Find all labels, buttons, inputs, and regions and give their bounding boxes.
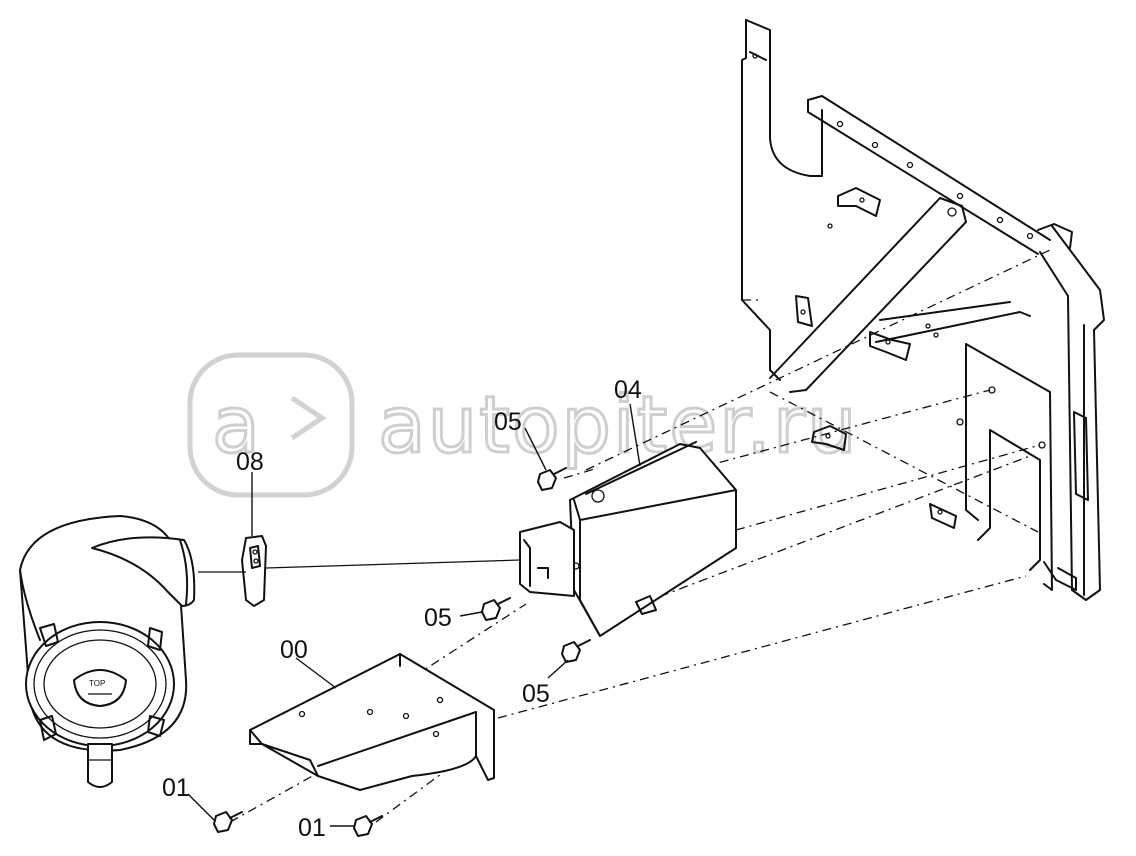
bolt-01-right — [353, 815, 383, 837]
air-cleaner-assembly: TOP — [19, 515, 196, 788]
bolt-05-top — [537, 467, 567, 491]
watermark-logo-frame — [187, 352, 355, 498]
callout-labels: 04 05 08 05 00 05 01 01 — [162, 376, 642, 842]
label-00: 00 — [280, 636, 308, 664]
watermark: a autopiter.ru — [187, 352, 859, 498]
label-01-right: 01 — [298, 814, 326, 842]
watermark-logo-a: a — [212, 381, 262, 471]
part-04-duct-housing — [519, 441, 737, 637]
label-01-left: 01 — [162, 774, 190, 802]
part-08-hose-clamp — [241, 535, 267, 607]
hose-path-line-2 — [265, 559, 521, 569]
main-frame-bracket — [741, 19, 1105, 601]
bolt-01-left — [213, 811, 243, 833]
watermark-logo-arrow-icon — [290, 395, 327, 441]
label-08: 08 — [236, 448, 264, 476]
part-00-mounting-plate — [249, 653, 495, 791]
watermark-text: autopiter.ru — [378, 381, 859, 471]
cap-emblem-text: TOP — [89, 679, 105, 688]
label-05-top: 05 — [494, 408, 522, 436]
label-04: 04 — [614, 376, 642, 404]
bolt-05-low — [561, 639, 591, 663]
leader-lines — [187, 403, 641, 827]
label-05-low: 05 — [522, 680, 550, 708]
label-05-mid: 05 — [424, 604, 452, 632]
